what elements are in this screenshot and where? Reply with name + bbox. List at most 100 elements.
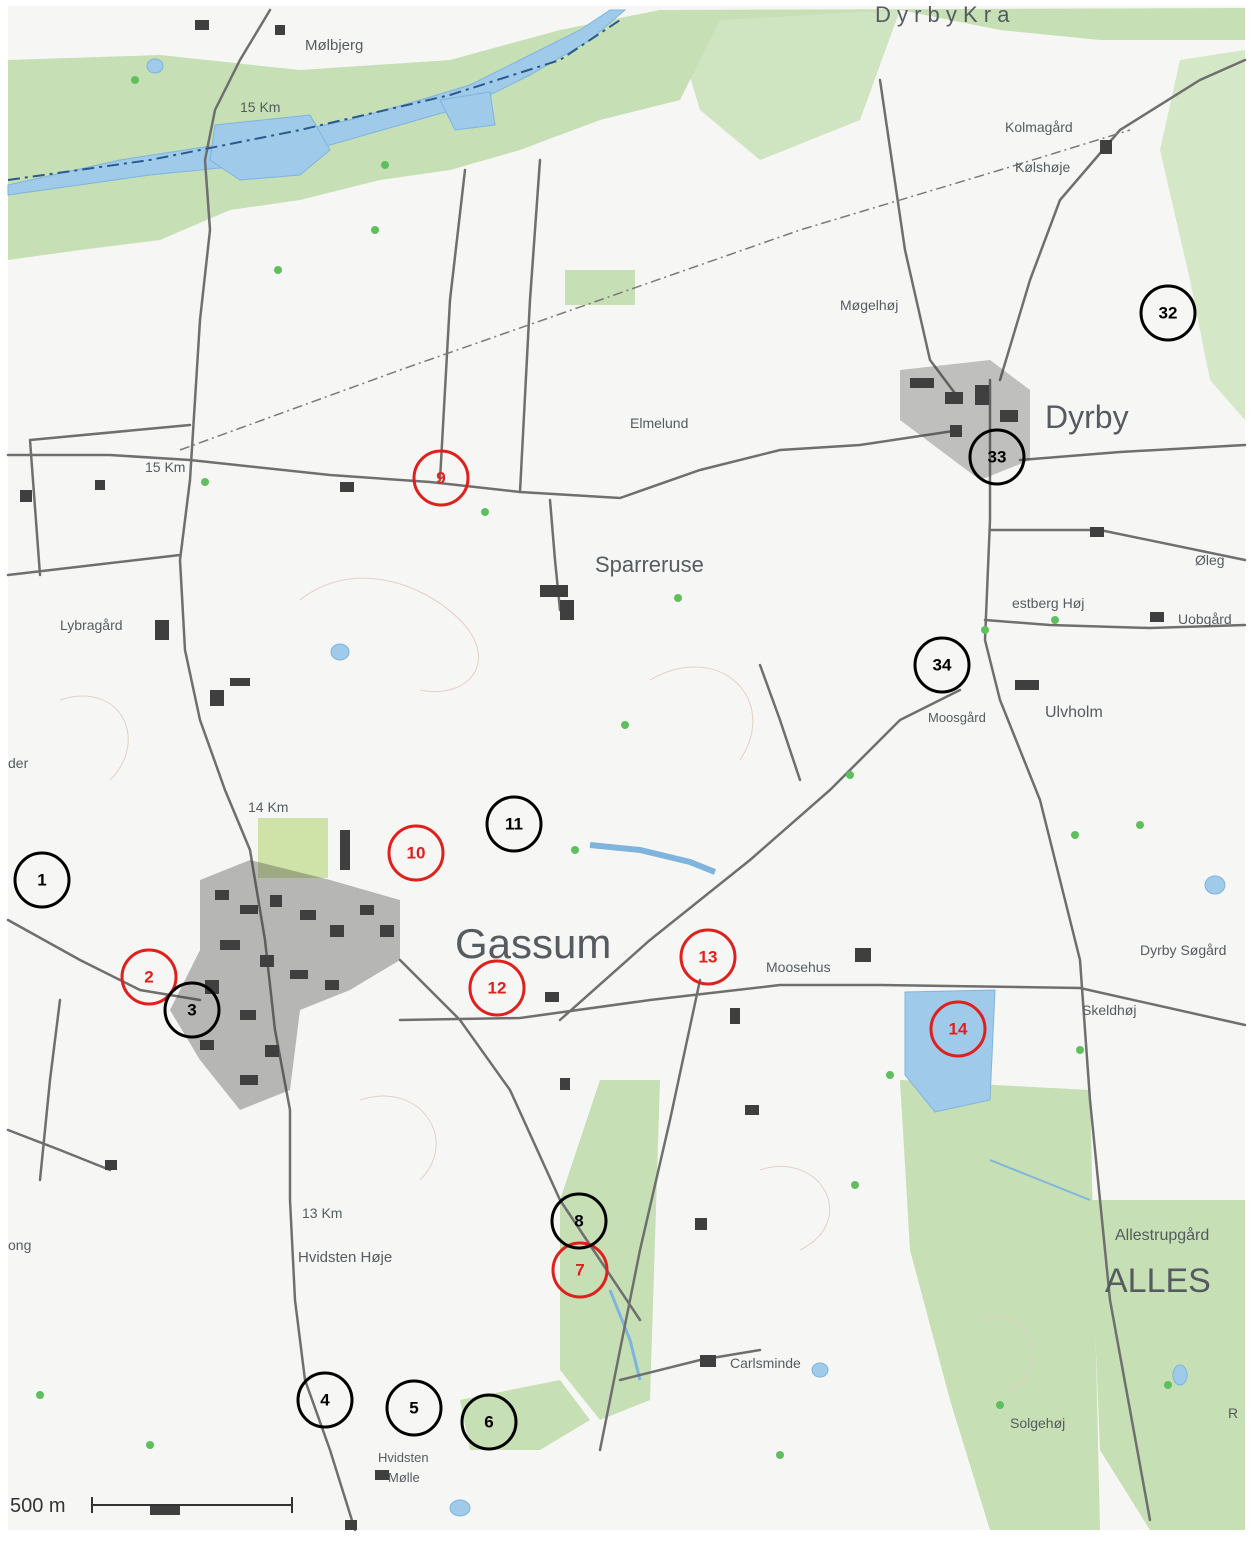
- forest-north-east: [670, 10, 900, 160]
- site-marker-8[interactable]: 8: [550, 1192, 608, 1250]
- contour-1: [299, 577, 479, 692]
- farm-7: [560, 600, 574, 620]
- lake-molbjerg: [209, 114, 331, 181]
- farm-17: [105, 1160, 117, 1170]
- site-marker-6-label: 6: [484, 1413, 493, 1432]
- label-gassum: Gassum: [455, 920, 611, 967]
- road-dyrby-east: [1018, 443, 1247, 462]
- label-moosgard: Moosgård: [928, 710, 986, 725]
- forest-field-north: [565, 270, 635, 305]
- label-skeldhoj: Skeldhøj: [1082, 1002, 1136, 1018]
- site-marker-1-label: 1: [37, 871, 46, 890]
- farms: [20, 20, 1164, 1530]
- dyrby-bld-5: [950, 425, 962, 437]
- farm-12: [730, 1008, 740, 1024]
- label-dyrby-sogard: Dyrby Søgård: [1140, 942, 1226, 958]
- label-hvidsten: Hvidsten: [378, 1450, 429, 1465]
- label-sparreruse: Sparreruse: [595, 552, 704, 577]
- site-marker-6[interactable]: 6: [460, 1393, 518, 1451]
- site-marker-9[interactable]: 9: [412, 449, 470, 507]
- label-megelhoj: Møgelhøj: [840, 297, 898, 313]
- label-lybragard: Lybragård: [60, 617, 123, 633]
- tree-20: [981, 626, 989, 634]
- tree-12: [571, 846, 579, 854]
- farm-19: [345, 1520, 357, 1530]
- gassum-bld-17: [200, 1040, 214, 1050]
- farm-9: [210, 690, 224, 706]
- label-kolmagard: Kolmagård: [1005, 119, 1073, 135]
- forest-areas: [8, 8, 1245, 1530]
- farm-8: [155, 620, 169, 640]
- label-km14: 14 Km: [248, 799, 288, 815]
- railway-line: [179, 129, 1131, 451]
- lake-north-2: [439, 91, 496, 131]
- dyrby-bld-3: [975, 385, 989, 405]
- label-kolshoje: Kølshøje: [1015, 159, 1070, 175]
- site-marker-34[interactable]: 34: [913, 636, 971, 694]
- site-marker-12[interactable]: 12: [468, 959, 526, 1017]
- tree-10: [1071, 831, 1079, 839]
- road-centre-east-spur: [758, 663, 802, 782]
- lake-east: [904, 989, 996, 1113]
- stream-south: [608, 1289, 642, 1381]
- dyrby-bld-1: [910, 378, 934, 388]
- road-north-west-box: [6, 423, 192, 577]
- forest-south-east: [900, 1080, 1100, 1530]
- site-marker-10-label: 10: [407, 844, 426, 863]
- site-marker-3[interactable]: 3: [163, 981, 221, 1039]
- farm-21: [1090, 527, 1104, 537]
- site-marker-4-ring: [296, 1371, 354, 1429]
- waterway-line: [7, 19, 621, 181]
- site-marker-33[interactable]: 33: [968, 428, 1026, 486]
- site-marker-33-label: 33: [988, 448, 1007, 467]
- road-east-west-south: [398, 983, 1247, 1027]
- farm-2: [275, 25, 285, 35]
- site-marker-5[interactable]: 5: [385, 1379, 443, 1437]
- site-marker-7-label: 7: [575, 1261, 584, 1280]
- label-solgehoj: Solgehøj: [1010, 1415, 1065, 1431]
- site-marker-6-ring: [460, 1393, 518, 1451]
- forest-hvidsten: [460, 1380, 590, 1450]
- site-marker-32-label: 32: [1159, 304, 1178, 323]
- site-marker-7[interactable]: 7: [551, 1241, 609, 1299]
- scale-label: 500 m: [10, 1495, 66, 1517]
- label-dyrby-krat: D y r b y K r a: [875, 2, 1010, 27]
- site-marker-7-ring: [551, 1241, 609, 1299]
- dyrby-bld-6: [1015, 680, 1039, 690]
- label-der: der: [8, 755, 29, 771]
- tree-14: [851, 1181, 859, 1189]
- tree-5: [201, 478, 209, 486]
- label-km15-top: 15 Km: [240, 99, 280, 115]
- tree-19: [1076, 1046, 1084, 1054]
- gassum-bld-6: [360, 905, 374, 915]
- site-marker-32[interactable]: 32: [1139, 284, 1197, 342]
- site-marker-4[interactable]: 4: [296, 1371, 354, 1429]
- farm-22: [375, 1470, 389, 1480]
- farm-1: [195, 20, 209, 30]
- road-west-3: [38, 998, 62, 1182]
- site-markers: 1 2 3 4 5 6 7 8: [13, 284, 1197, 1451]
- site-marker-2[interactable]: 2: [120, 948, 178, 1006]
- site-marker-2-ring: [120, 948, 178, 1006]
- farm-20: [1150, 612, 1164, 622]
- label-oleg: Øleg: [1195, 552, 1225, 568]
- tree-21: [996, 1401, 1004, 1409]
- site-marker-10[interactable]: 10: [387, 824, 445, 882]
- tree-2: [381, 161, 389, 169]
- site-marker-8-ring: [550, 1192, 608, 1250]
- site-marker-14-label: 14: [949, 1020, 968, 1039]
- gassum-bld-3: [270, 895, 282, 907]
- site-marker-13[interactable]: 13: [679, 928, 737, 986]
- tree-1: [131, 76, 139, 84]
- farm-23: [560, 1078, 570, 1090]
- site-marker-11[interactable]: 11: [485, 795, 543, 853]
- site-marker-3-ring: [163, 981, 221, 1039]
- site-marker-1[interactable]: 1: [13, 851, 71, 909]
- pond-5: [449, 1499, 471, 1517]
- site-marker-14[interactable]: 14: [929, 1000, 987, 1058]
- tree-4: [274, 266, 282, 274]
- road-west-2: [6, 1128, 112, 1172]
- farm-15: [695, 1218, 707, 1230]
- site-marker-4-label: 4: [320, 1391, 330, 1410]
